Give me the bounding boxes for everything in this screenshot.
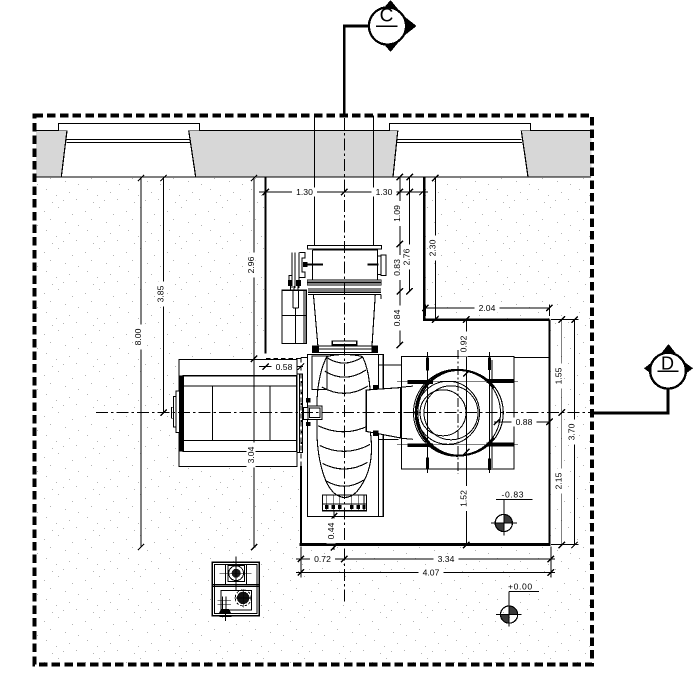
svg-text:0.44: 0.44 xyxy=(326,522,336,539)
svg-text:3.70: 3.70 xyxy=(567,423,577,440)
svg-text:+0.00: +0.00 xyxy=(508,582,533,592)
svg-text:0.88: 0.88 xyxy=(516,417,533,427)
svg-text:0.58: 0.58 xyxy=(276,362,293,372)
svg-text:1.09: 1.09 xyxy=(392,205,402,222)
svg-text:1.55: 1.55 xyxy=(554,367,564,384)
svg-text:0.83: 0.83 xyxy=(392,259,402,276)
svg-text:2.30: 2.30 xyxy=(427,239,437,256)
svg-text:3.04: 3.04 xyxy=(246,446,256,463)
svg-text:2.76: 2.76 xyxy=(402,248,412,265)
svg-text:2.04: 2.04 xyxy=(479,303,496,313)
svg-text:2.15: 2.15 xyxy=(554,472,564,489)
svg-text:1.52: 1.52 xyxy=(458,490,468,507)
svg-text:0.92: 0.92 xyxy=(458,335,468,352)
svg-text:0.84: 0.84 xyxy=(392,309,402,326)
svg-text:1.30: 1.30 xyxy=(296,187,313,197)
svg-text:0.72: 0.72 xyxy=(314,554,331,564)
svg-text:-0.83: -0.83 xyxy=(502,490,525,500)
svg-text:8.00: 8.00 xyxy=(133,328,143,345)
svg-text:3.85: 3.85 xyxy=(156,285,166,302)
svg-text:D: D xyxy=(661,353,674,373)
svg-text:4.07: 4.07 xyxy=(423,568,440,578)
svg-text:2.96: 2.96 xyxy=(246,256,256,273)
svg-text:1.30: 1.30 xyxy=(376,187,393,197)
svg-text:C: C xyxy=(380,6,394,27)
svg-text:3.34: 3.34 xyxy=(438,554,455,564)
